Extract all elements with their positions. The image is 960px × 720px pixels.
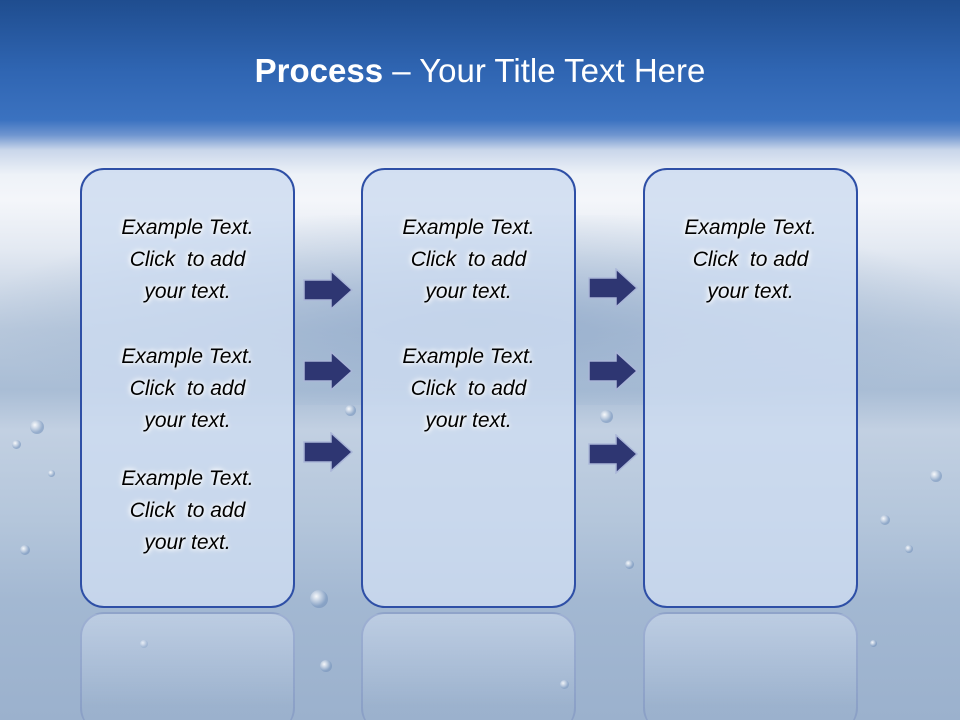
slide-title[interactable]: Process – Your Title Text Here: [0, 52, 960, 90]
text-line: Example Text.: [684, 216, 817, 239]
right-arrow-icon[interactable]: [303, 270, 353, 310]
bubble: [600, 410, 613, 423]
bubble: [345, 405, 356, 416]
text-block[interactable]: Example Text. Click to add your text.: [363, 212, 574, 308]
text-line: Example Text.: [402, 216, 535, 239]
text-line: Example Text.: [121, 467, 254, 490]
process-box-reflection: [361, 612, 576, 720]
right-arrow-icon[interactable]: [303, 432, 353, 472]
bubble: [930, 470, 942, 482]
bubble: [625, 560, 634, 569]
text-block[interactable]: Example Text. Click to add your text.: [82, 463, 293, 559]
bubble: [20, 545, 30, 555]
text-line: Example Text.: [121, 345, 254, 368]
bubble: [12, 440, 21, 449]
text-line: your text.: [425, 280, 512, 303]
right-arrow-icon[interactable]: [303, 351, 353, 391]
right-arrow-icon[interactable]: [588, 434, 638, 474]
text-line: Example Text.: [402, 345, 535, 368]
text-line: your text.: [144, 409, 231, 432]
bubble: [48, 470, 55, 477]
bubble: [880, 515, 890, 525]
text-line: your text.: [707, 280, 794, 303]
process-box-3[interactable]: Example Text. Click to add your text.: [643, 168, 858, 608]
bubble: [905, 545, 913, 553]
text-block[interactable]: Example Text. Click to add your text.: [82, 212, 293, 308]
bubble: [30, 420, 44, 434]
process-box-reflection: [643, 612, 858, 720]
title-rest: – Your Title Text Here: [383, 52, 706, 89]
text-line: your text.: [144, 531, 231, 554]
text-line: your text.: [425, 409, 512, 432]
text-line: Example Text.: [121, 216, 254, 239]
text-line: Click to add: [129, 377, 246, 400]
title-bold: Process: [254, 52, 384, 89]
text-block[interactable]: Example Text. Click to add your text.: [645, 212, 856, 308]
text-line: your text.: [144, 280, 231, 303]
process-box-2[interactable]: Example Text. Click to add your text. Exam…: [361, 168, 576, 608]
bubble: [320, 660, 332, 672]
bubble: [310, 590, 328, 608]
text-line: Click to add: [410, 377, 527, 400]
process-box-reflection: [80, 612, 295, 720]
right-arrow-icon[interactable]: [588, 351, 638, 391]
process-box-1[interactable]: Example Text. Click to add your text. Exam…: [80, 168, 295, 608]
text-block[interactable]: Example Text. Click to add your text.: [82, 341, 293, 437]
bubble: [870, 640, 877, 647]
text-line: Click to add: [410, 248, 527, 271]
text-line: Click to add: [129, 248, 246, 271]
text-line: Click to add: [129, 499, 246, 522]
text-block[interactable]: Example Text. Click to add your text.: [363, 341, 574, 437]
text-line: Click to add: [692, 248, 809, 271]
right-arrow-icon[interactable]: [588, 268, 638, 308]
